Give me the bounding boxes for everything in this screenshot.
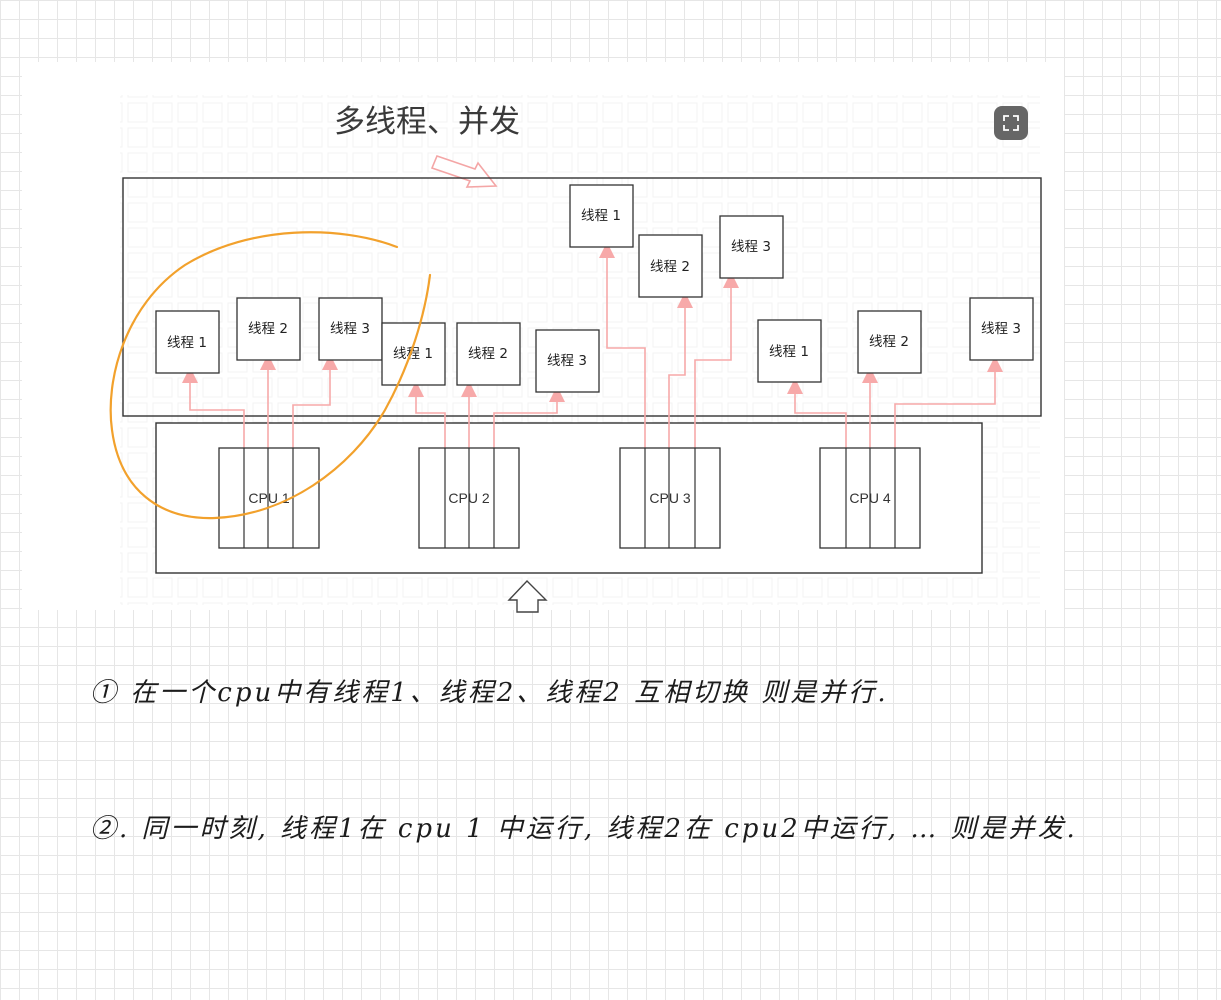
thread-label: 线程 1 xyxy=(393,346,433,362)
thread-label: 线程 3 xyxy=(547,353,587,369)
thread-box: 线程 2 xyxy=(638,234,703,298)
thread-label: 线程 2 xyxy=(869,334,909,350)
thread-label: 线程 3 xyxy=(330,321,370,337)
thread-label: 线程 3 xyxy=(731,239,771,255)
thread-box: 线程 2 xyxy=(236,297,301,361)
cpu-block-3: CPU 3 xyxy=(619,447,721,549)
thread-box: 线程 1 xyxy=(155,310,220,374)
orange-annotation-circle xyxy=(109,231,432,520)
handwritten-note-2: ②. 同一时刻, 线程1在 cpu 1 中运行, 线程2在 cpu2中运行, …… xyxy=(90,814,1078,844)
thread-label: 线程 1 xyxy=(769,344,809,360)
link-cpu3-thread2 xyxy=(668,292,693,448)
thread-label: 线程 2 xyxy=(650,259,690,275)
thread-box: 线程 3 xyxy=(535,329,600,393)
thread-box: 线程 3 xyxy=(719,215,784,279)
link-cpu1-thread3 xyxy=(292,354,338,448)
link-cpu4-thread3 xyxy=(894,356,1003,448)
link-cpu3-thread3 xyxy=(694,272,739,448)
handwritten-note-1: ① 在一个cpu中有线程1、线程2、线程2 互相切换 则是并行. xyxy=(90,678,889,708)
expand-icon[interactable] xyxy=(994,106,1028,140)
thread-label: 线程 1 xyxy=(167,335,207,351)
diagram-title: 多线程、并发 xyxy=(334,104,520,140)
thread-box: 线程 2 xyxy=(456,322,521,386)
thread-box: 线程 3 xyxy=(318,297,383,361)
link-cpu2-thread1 xyxy=(408,381,446,448)
hollow-arrow-up-icon xyxy=(507,579,548,613)
cpu-label: CPU 1 xyxy=(248,490,289,506)
thread-label: 线程 2 xyxy=(248,321,288,337)
thread-label: 线程 1 xyxy=(581,208,621,224)
thread-container-box xyxy=(122,177,1042,417)
link-cpu4-thread1 xyxy=(787,378,847,448)
thread-box: 线程 1 xyxy=(381,322,446,386)
link-cpu3-thread1 xyxy=(599,242,646,448)
thread-box: 线程 1 xyxy=(757,319,822,383)
link-cpu2-thread3 xyxy=(493,386,565,448)
cpu-block-2: CPU 2 xyxy=(418,447,520,549)
cpu-label: CPU 3 xyxy=(649,490,690,506)
cpu-label: CPU 2 xyxy=(448,490,489,506)
connector-lines xyxy=(182,242,1003,448)
cpu-label: CPU 4 xyxy=(849,490,890,506)
hollow-arrow-down-icon xyxy=(430,155,498,188)
cpu-block-4: CPU 4 xyxy=(819,447,921,549)
thread-label: 线程 3 xyxy=(981,321,1021,337)
thread-box: 线程 3 xyxy=(969,297,1034,361)
thread-box: 线程 2 xyxy=(857,310,922,374)
thread-box: 线程 1 xyxy=(569,184,634,248)
link-cpu1-thread1 xyxy=(182,367,245,448)
thread-label: 线程 2 xyxy=(468,346,508,362)
cpu-block-1: CPU 1 xyxy=(218,447,320,549)
